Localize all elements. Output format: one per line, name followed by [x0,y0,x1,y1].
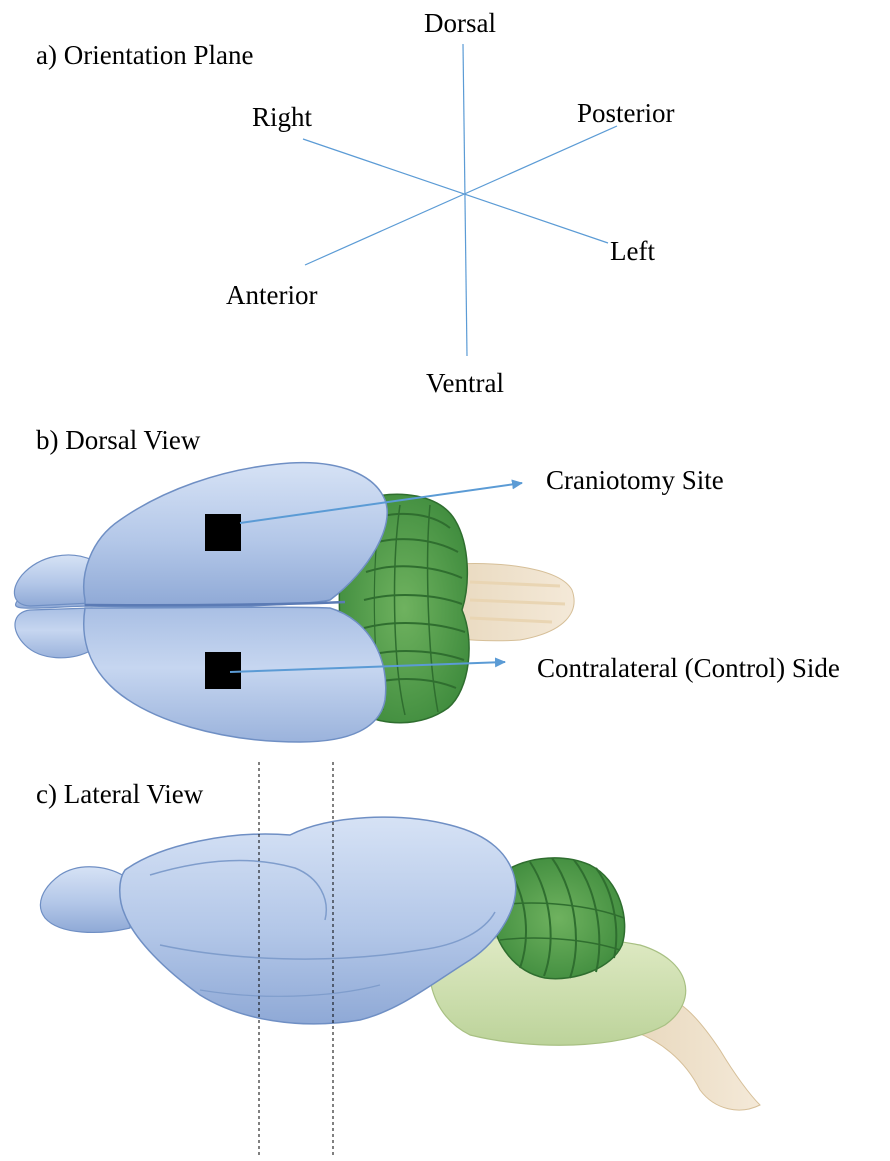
olfactory-bulb-lower [15,608,92,658]
olfactory-bulb-lateral [40,867,130,933]
lateral-view-brain [40,762,760,1158]
orientation-axes [303,44,617,356]
dorsal-ventral-axis [463,44,467,356]
contralateral-marker [205,652,241,689]
dorsal-view-brain [14,463,574,742]
right-left-axis [303,139,608,243]
posterior-anterior-axis [305,126,617,265]
craniotomy-marker [205,514,241,551]
